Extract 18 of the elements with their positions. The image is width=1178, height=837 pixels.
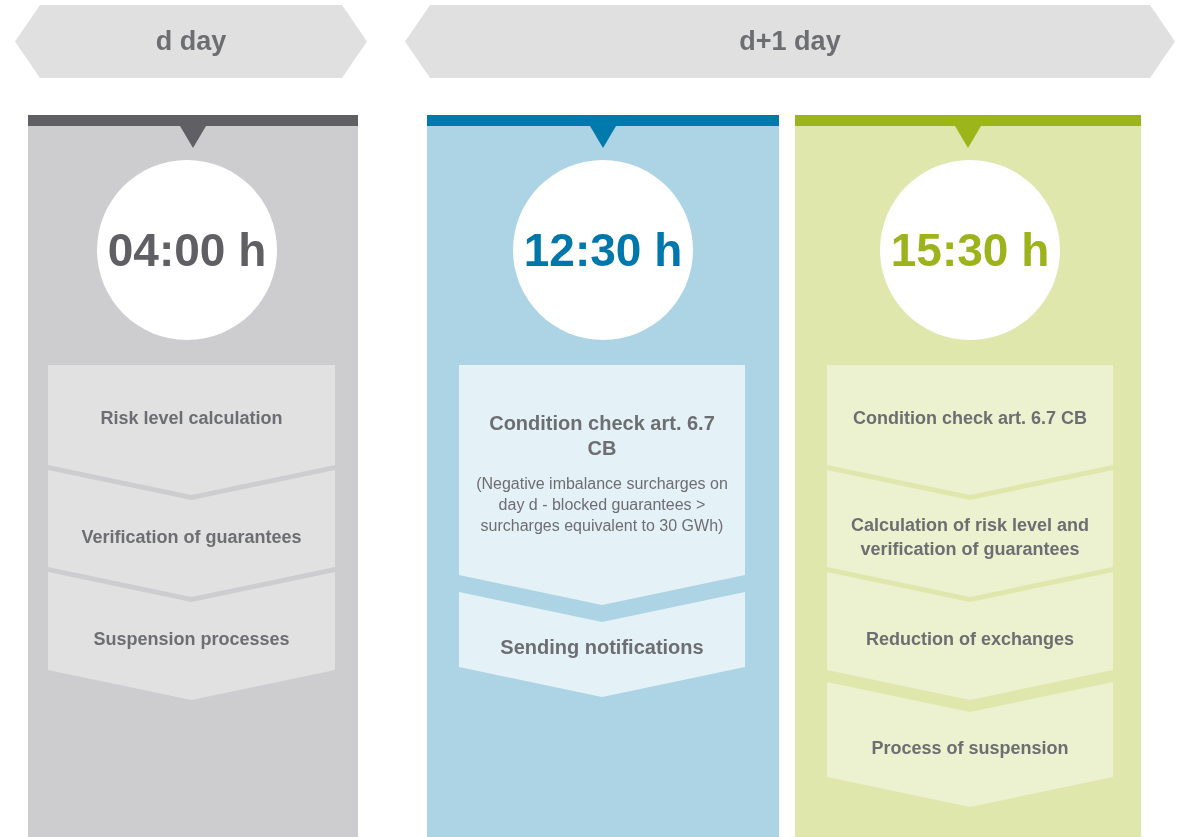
timeline-column [795,115,1141,837]
step-title: Verification of guarantees [81,525,302,549]
step-title: Suspension processes [93,628,290,651]
step-title: Reduction of exchanges [865,628,1074,651]
timeline-column [28,115,358,837]
banner-label: d day [155,25,227,59]
step-title: Condition check art. 6.7 CB [488,410,716,461]
step-title: Risk level calculation [100,407,283,430]
step-title: Process of suspension [871,736,1069,760]
step-title: Condition check art. 6.7 CB [852,407,1087,430]
timeline-column [427,115,779,837]
time-label: 04:00 h [107,222,267,278]
time-label: 12:30 h [523,222,683,278]
time-label: 15:30 h [890,222,1050,278]
step-title: Calculation of risk level and verification of guarantees [849,513,1091,561]
step-title: Sending notifications [500,635,704,660]
step-note: (Negative imbalance surcharges on day d - blocked guarantees > surcharges equivalent to 30 GWh) [475,473,729,536]
banner-label: d+1 day [739,25,841,59]
